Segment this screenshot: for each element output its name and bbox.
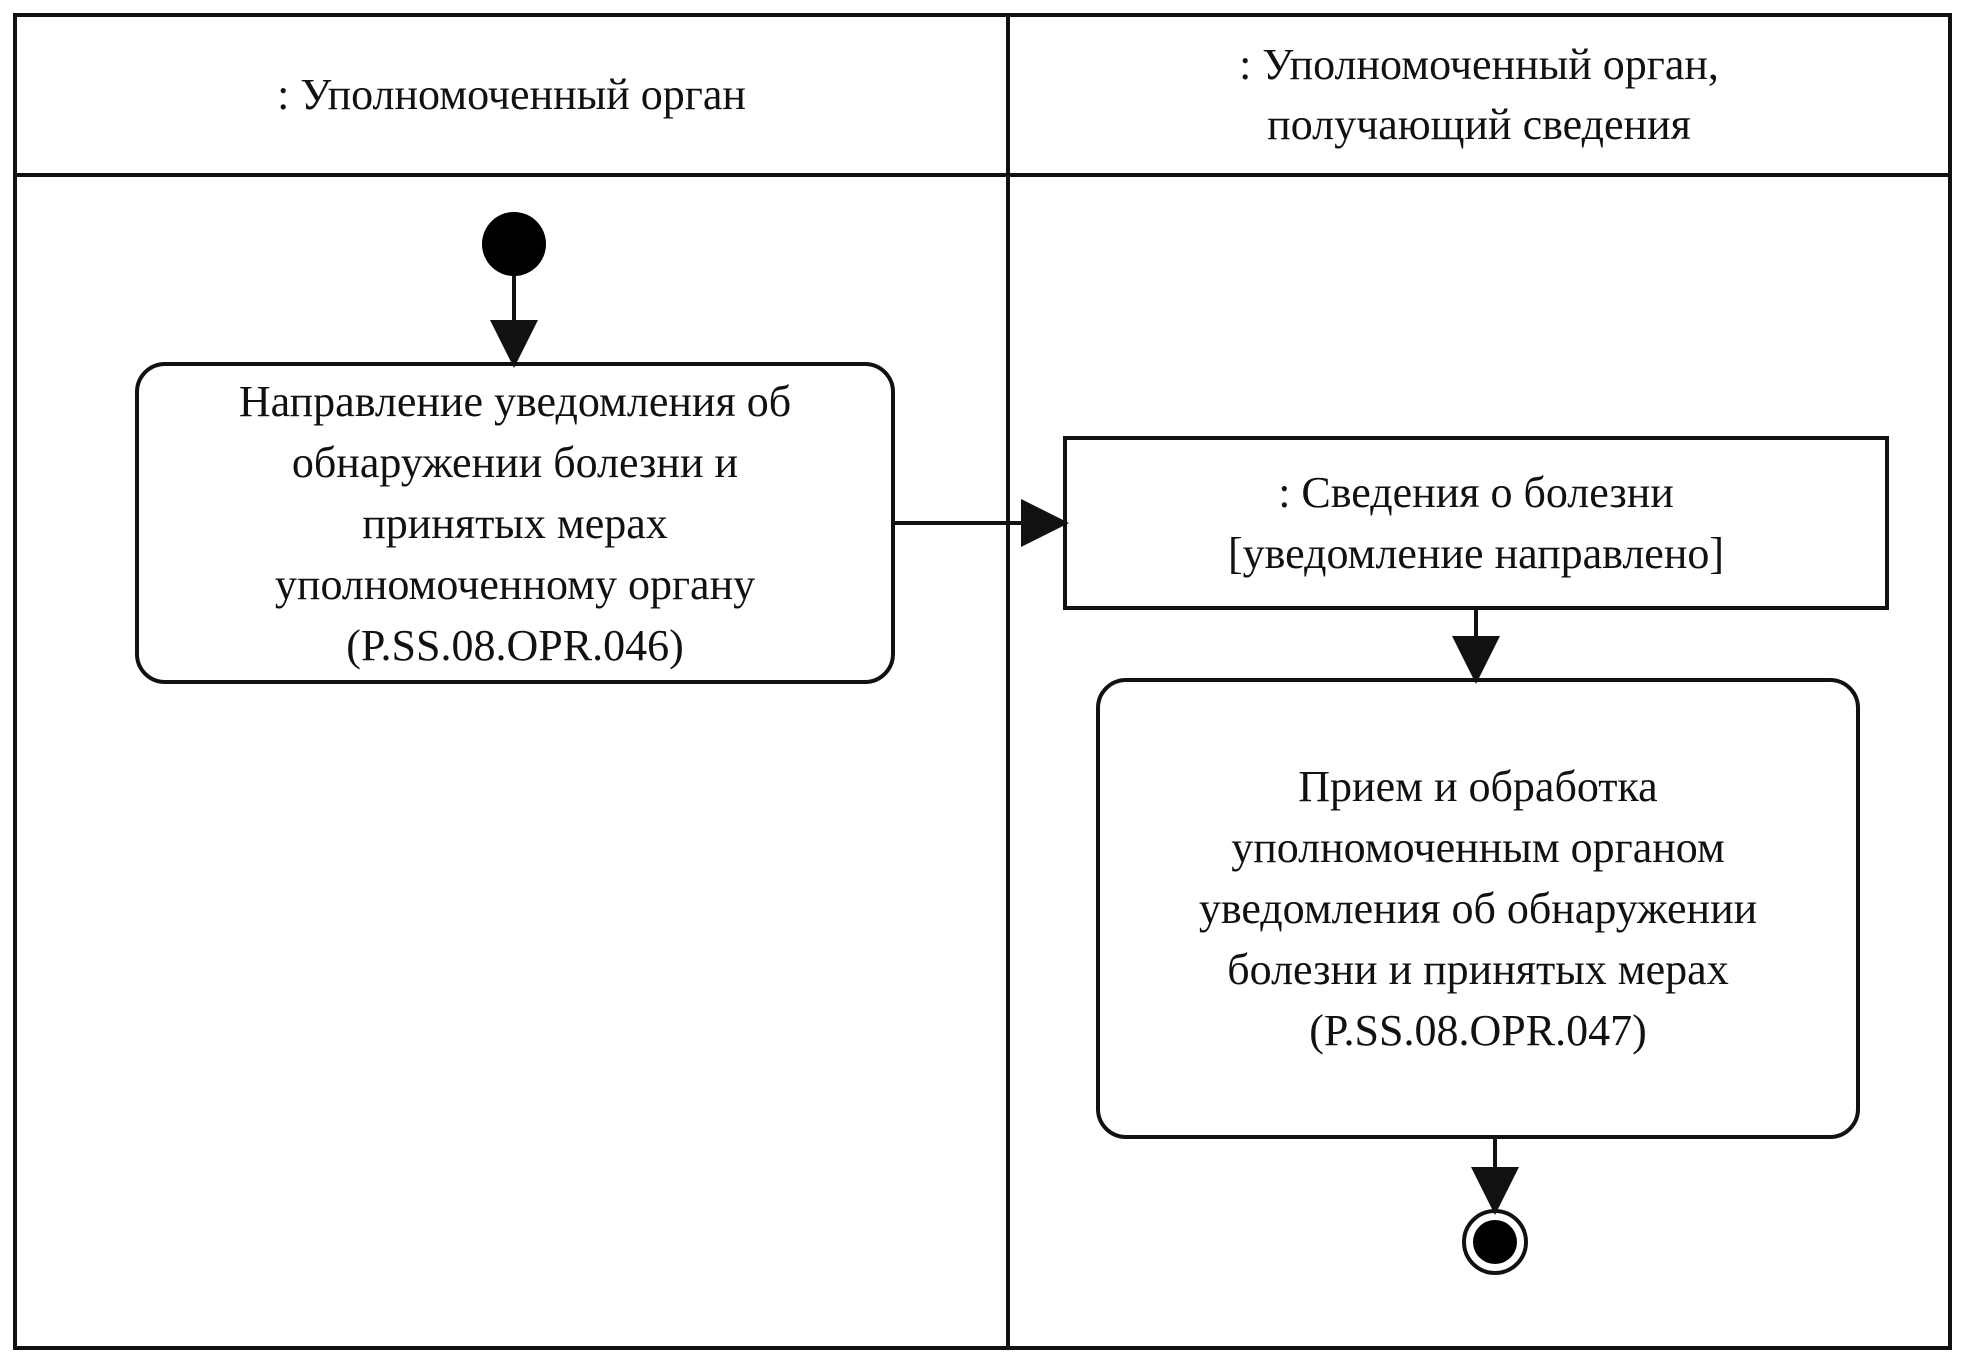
action-text-line: уполномоченному органу <box>274 559 756 609</box>
disease-info-label: : Сведения о болезни [уведомление направ… <box>1065 438 1887 608</box>
action-text-line: (P.SS.08.OPR.047) <box>1309 1006 1647 1055</box>
send-notification-label: Направление уведомления об обнаружении б… <box>137 364 893 682</box>
action-text-line: болезни и принятых мерах <box>1227 945 1729 994</box>
action-text-line: принятых мерах <box>362 498 668 548</box>
action-text-line: уведомления об обнаружении <box>1198 884 1758 933</box>
receive-process-label: Прием и обработка уполномоченным органом… <box>1098 680 1858 1137</box>
lane-title-authority: : Уполномоченный орган <box>15 15 1008 175</box>
action-text-line: Прием и обработка <box>1298 762 1658 811</box>
object-text-line: : Сведения о болезни <box>1278 468 1674 517</box>
action-text-line: обнаружении болезни и <box>291 437 739 487</box>
action-text-line: (P.SS.08.OPR.046) <box>346 620 684 670</box>
lane-title-line: получающий сведения <box>1267 100 1691 149</box>
action-text-line: уполномоченным органом <box>1231 823 1725 872</box>
lane-title-line: : Уполномоченный орган <box>277 70 746 119</box>
lane-title-line: : Уполномоченный орган, <box>1239 40 1719 89</box>
lane-title-receiving-authority: : Уполномоченный орган, получающий сведе… <box>1008 15 1950 175</box>
object-disease-info <box>1063 436 1889 610</box>
action-text-line: Направление уведомления об <box>238 376 792 426</box>
object-text-line: [уведомление направлено] <box>1227 529 1725 578</box>
final-node-icon <box>1473 1220 1517 1264</box>
initial-node-icon <box>482 212 546 276</box>
